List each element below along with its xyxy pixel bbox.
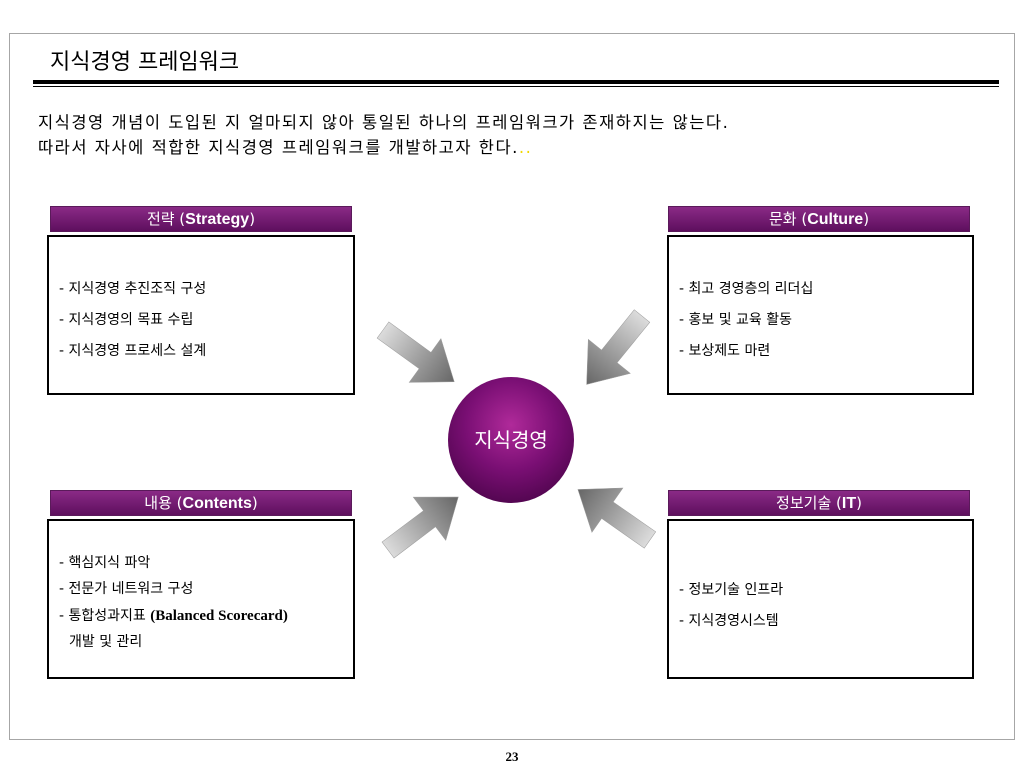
title-rule-thick	[33, 80, 999, 84]
intro-line-1: 지식경영 개념이 도입된 지 얼마되지 않아 통일된 하나의 프레임워크가 존재…	[38, 113, 730, 132]
it-header-close: )	[856, 494, 862, 512]
contents-header-close: )	[251, 494, 258, 512]
arrow-it-to-center	[577, 487, 657, 549]
it-header: 정보기술 (IT)	[668, 490, 970, 516]
culture-header-close: )	[863, 210, 870, 228]
culture-header-en: Culture	[807, 211, 864, 228]
contents-item-1: - 핵심지식 파악	[59, 555, 151, 571]
contents-item-3: - 통합성과지표 (Balanced Scorecard)	[59, 605, 288, 625]
strategy-box: - 지식경영 추진조직 구성 - 지식경영의 목표 수립 - 지식경영 프로세스…	[47, 235, 355, 395]
intro-line-2-dots: ..	[518, 138, 533, 157]
strategy-header-ko: 전략 (	[146, 210, 186, 228]
it-item-2: - 지식경영시스템	[679, 613, 779, 629]
arrow-strategy-to-center	[376, 321, 455, 383]
strategy-header-close: )	[249, 210, 256, 228]
culture-header-ko: 문화 (	[768, 210, 808, 228]
arrow-contents-to-center	[381, 496, 459, 559]
contents-item-2: - 전문가 네트워크 구성	[59, 581, 194, 597]
slide-title: 지식경영 프레임워크	[50, 50, 240, 75]
culture-item-2: - 홍보 및 교육 활동	[679, 312, 793, 328]
it-item-1: - 정보기술 인프라	[679, 582, 784, 598]
it-box: - 정보기술 인프라 - 지식경영시스템	[667, 519, 974, 679]
culture-item-1: - 최고 경영층의 리더십	[679, 281, 814, 297]
contents-item-3-ko: - 통합성과지표	[59, 608, 151, 624]
culture-header: 문화 (Culture)	[668, 206, 970, 232]
title-rule-thin	[33, 86, 999, 87]
it-header-en: IT	[841, 495, 857, 512]
it-header-ko: 정보기술 (	[776, 494, 842, 512]
strategy-item-1: - 지식경영 추진조직 구성	[59, 281, 207, 297]
center-label: 지식경영	[474, 428, 548, 452]
arrow-culture-to-center	[586, 309, 651, 385]
strategy-header: 전략 (Strategy)	[50, 206, 352, 232]
contents-header: 내용 (Contents)	[50, 490, 352, 516]
contents-box: - 핵심지식 파악 - 전문가 네트워크 구성 - 통합성과지표 (Balanc…	[47, 519, 355, 679]
slide-frame	[9, 33, 1015, 740]
intro-line-2-text: 따라서 자사에 적합한 지식경영 프레임워크를 개발하고자 한다.	[38, 138, 519, 157]
intro-line-2: 따라서 자사에 적합한 지식경영 프레임워크를 개발하고자 한다...	[38, 135, 729, 160]
culture-item-3: - 보상제도 마련	[679, 343, 771, 359]
contents-item-4: 개발 및 관리	[69, 634, 143, 650]
culture-box: - 최고 경영층의 리더십 - 홍보 및 교육 활동 - 보상제도 마련	[667, 235, 974, 395]
intro-text: 지식경영 개념이 도입된 지 얼마되지 않아 통일된 하나의 프레임워크가 존재…	[38, 110, 729, 160]
page-number: 23	[505, 749, 519, 764]
contents-header-ko: 내용 (	[144, 494, 183, 512]
strategy-item-2: - 지식경영의 목표 수립	[59, 312, 194, 328]
strategy-item-3: - 지식경영 프로세스 설계	[59, 343, 207, 359]
center-circle: 지식경영	[448, 377, 574, 503]
contents-item-3-en: (Balanced Scorecard)	[150, 608, 288, 624]
strategy-header-en: Strategy	[185, 211, 250, 228]
contents-header-en: Contents	[182, 495, 252, 512]
